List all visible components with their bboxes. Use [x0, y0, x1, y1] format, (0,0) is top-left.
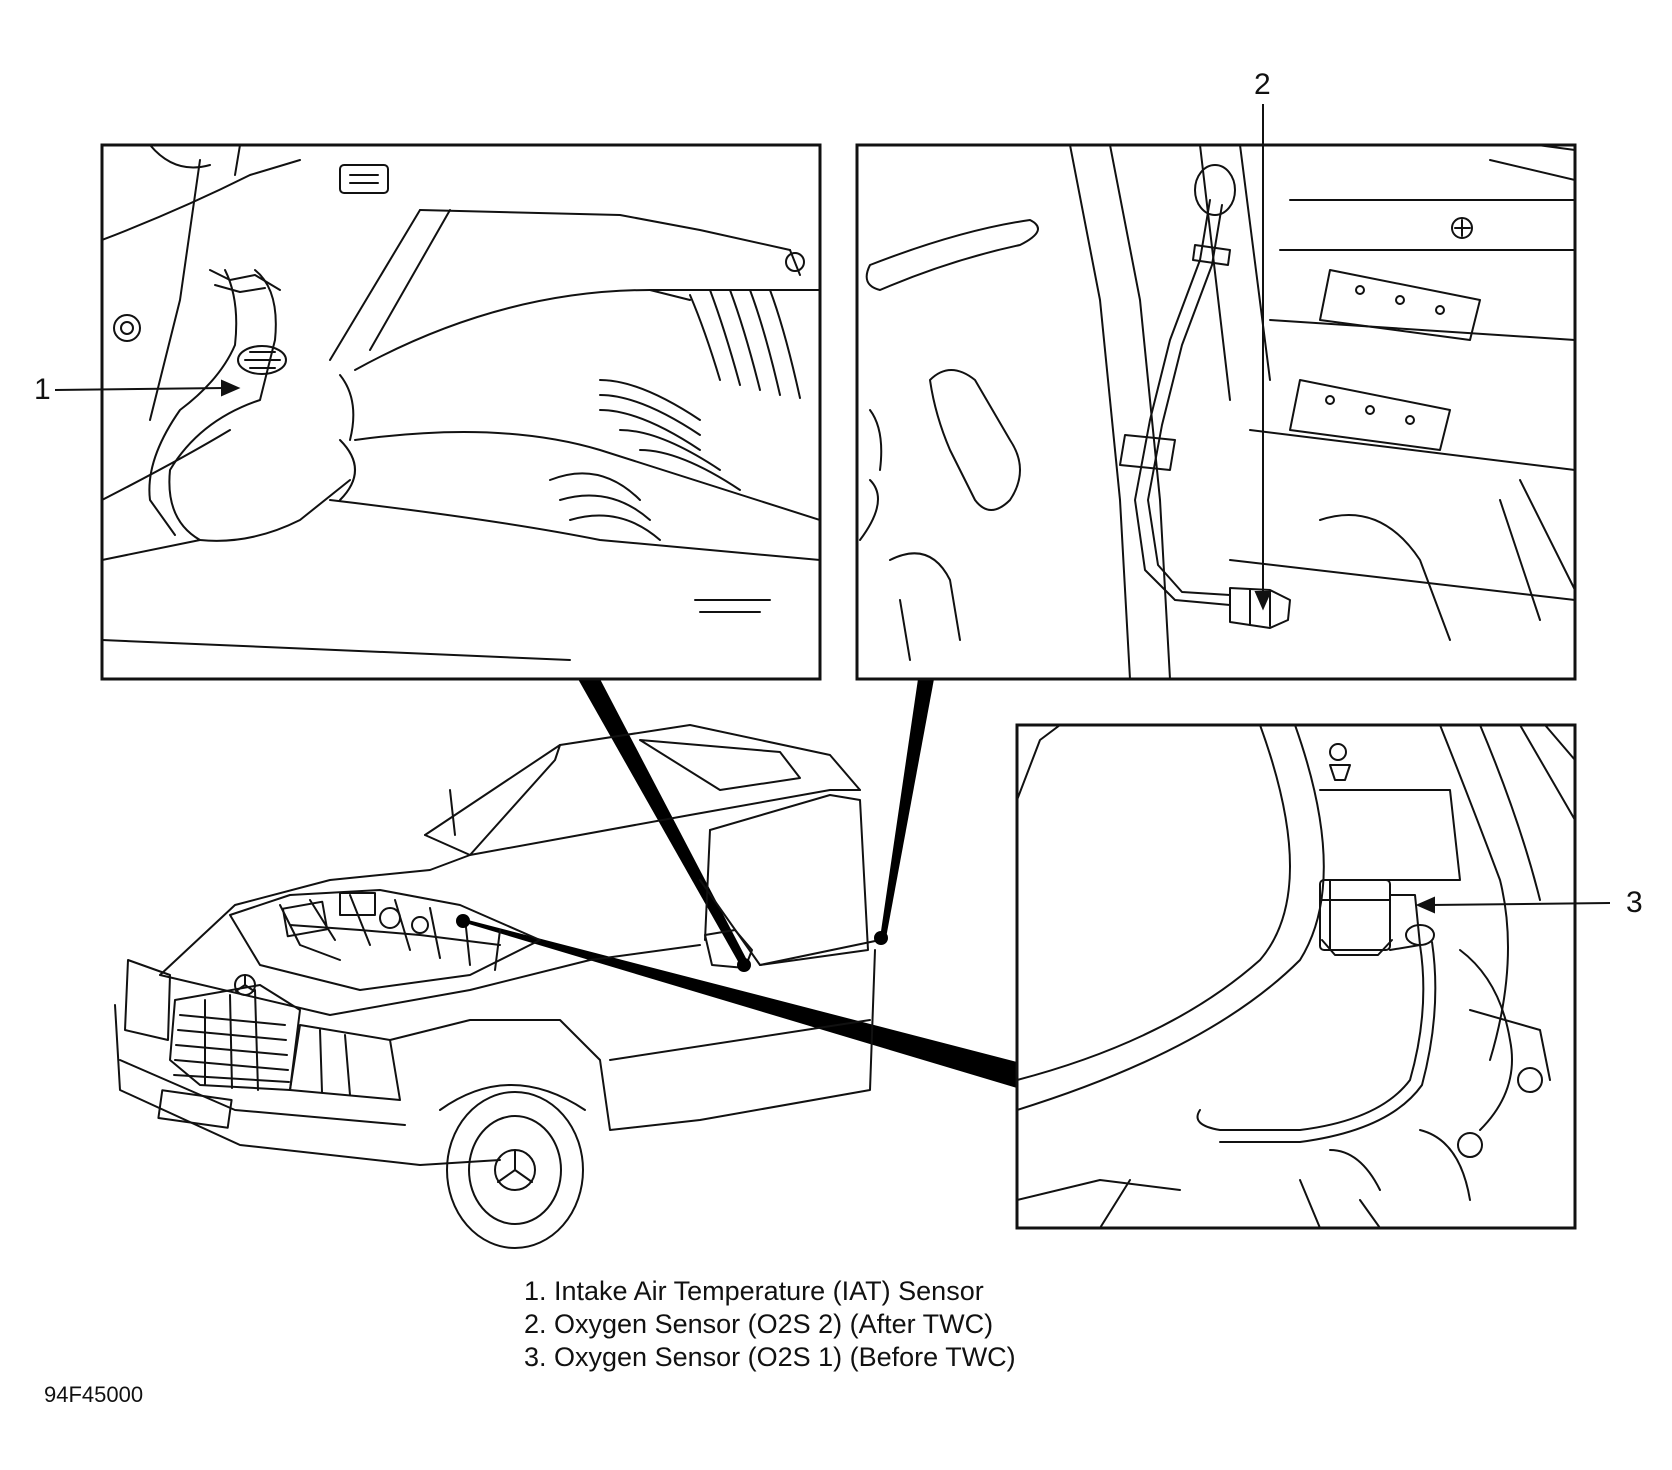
car-mirror: [704, 929, 753, 969]
detail-panel-iat-sensor: [100, 143, 822, 681]
car-hood-outline: [159, 854, 471, 976]
leader-panel-3: [462, 920, 1017, 1088]
o2s2-wire: [1134, 199, 1231, 606]
detail-panel-o2s-after-twc: [855, 143, 1577, 681]
callout-label-3: 3: [1626, 886, 1643, 919]
panel-3-frame: [1015, 723, 1577, 1230]
car-windshield: [424, 744, 561, 856]
callout-arrows: [54, 104, 1611, 914]
legend: 1. Intake Air Temperature (IAT) Sensor 2…: [524, 1275, 1016, 1374]
leader-panel-2: [880, 679, 934, 938]
legend-item-iat: 1. Intake Air Temperature (IAT) Sensor: [524, 1276, 984, 1306]
panel-leader-lines: [462, 679, 1017, 1088]
o2s2-connector: [1194, 164, 1236, 216]
o2s1-wire: [1196, 944, 1425, 1131]
intake-hose: [168, 269, 351, 542]
car-sunroof: [639, 739, 801, 791]
catalytic-converter-1: [329, 289, 820, 561]
engine-bay: [229, 889, 541, 991]
leader-panel-1: [578, 679, 748, 965]
car-fender: [389, 949, 876, 1131]
car-headlight-left: [124, 959, 171, 1041]
dot-panel-3: [456, 914, 470, 928]
detail-panel-o2s-before-twc: [1015, 723, 1577, 1230]
car-illustration: [114, 724, 881, 1249]
dot-panel-1: [737, 958, 751, 972]
car-callout-dots: [456, 914, 888, 972]
car-roof: [424, 724, 861, 836]
callout-arrow-1: [54, 387, 226, 391]
front-wheel: [439, 1084, 586, 1249]
car-grille: [169, 984, 301, 1091]
catalytic-converter-2: [1229, 199, 1575, 601]
o2s2-sensor: [1229, 587, 1291, 629]
o2s1-connector-block: [1319, 879, 1391, 951]
car-door-window: [709, 794, 869, 966]
car-headlight-right: [289, 1024, 401, 1101]
callout-label-2: 2: [1254, 68, 1271, 101]
panel-1-frame: [100, 143, 822, 681]
iat-sensor: [237, 345, 287, 375]
legend-item-o2s2: 2. Oxygen Sensor (O2S 2) (After TWC): [524, 1309, 994, 1339]
panel-2-frame: [855, 143, 1577, 681]
figure-code: 94F45000: [44, 1382, 144, 1407]
legend-item-o2s1: 3. Oxygen Sensor (O2S 1) (Before TWC): [524, 1342, 1016, 1372]
callout-arrow-3: [1429, 902, 1611, 906]
dot-panel-2: [874, 931, 888, 945]
callout-label-1: 1: [34, 373, 51, 406]
